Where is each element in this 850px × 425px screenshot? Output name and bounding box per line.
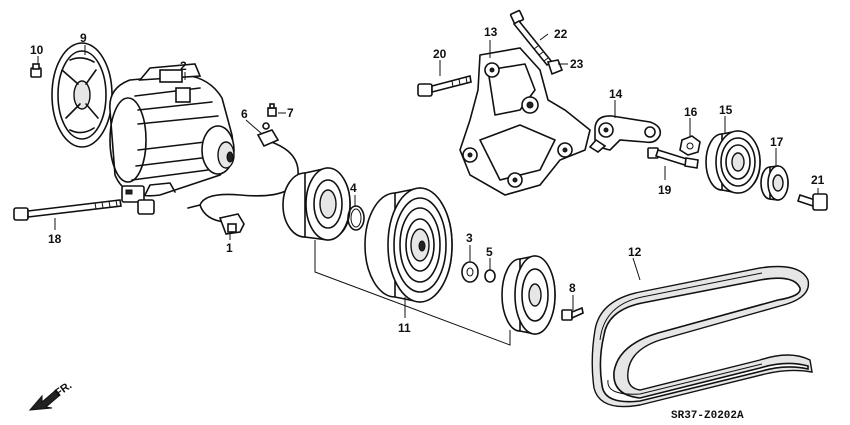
part-22-long-bolt[interactable] [509,9,554,67]
front-direction-arrow-icon [28,389,61,411]
callout-12[interactable]: 12 [628,245,642,259]
callout-7[interactable]: 7 [287,106,294,120]
part-16-nut[interactable] [679,135,701,156]
part-4-snap-ring[interactable] [347,205,365,231]
part-3-washer[interactable] [461,261,479,283]
callout-14[interactable]: 14 [609,87,623,101]
callout-1[interactable]: 1 [226,241,233,255]
callout-22[interactable]: 22 [554,27,568,41]
callout-20[interactable]: 20 [433,47,447,61]
part-14-tensioner-arm[interactable] [588,115,662,153]
callout-5[interactable]: 5 [486,245,493,259]
part-11-field-coil[interactable] [282,167,351,241]
part-11-group-lines [314,240,511,346]
part-21-bolt[interactable] [796,193,828,211]
callout-8[interactable]: 8 [569,281,576,295]
part-1-connector[interactable] [218,213,245,235]
part-5-shim[interactable] [484,269,496,283]
part-17-spacer[interactable] [760,165,789,201]
part-2-compressor[interactable] [109,63,235,197]
part-10-bolt[interactable] [30,63,42,78]
callout-4[interactable]: 4 [350,181,357,195]
compressor-connector [121,185,155,215]
callout-6[interactable]: 6 [241,107,248,121]
part-20-bolt[interactable] [417,75,472,97]
callout-17[interactable]: 17 [770,135,784,149]
part-23-nut[interactable] [546,59,564,76]
part-11-pulley[interactable] [364,187,453,303]
callout-18[interactable]: 18 [48,232,62,246]
part-13-bracket[interactable] [459,47,591,196]
armature-plate[interactable] [501,255,556,335]
callout-2[interactable]: 2 [180,59,187,73]
part-19-bolt[interactable] [647,147,699,169]
part-12-v-belt[interactable] [591,265,813,408]
callout-11[interactable]: 11 [398,321,411,335]
part-9-clutch-plate[interactable] [51,42,113,148]
callout-19[interactable]: 19 [658,183,672,197]
part-6-wire-clamp[interactable] [256,122,280,148]
callout-9[interactable]: 9 [80,31,87,45]
leader-lines [37,33,819,310]
part-18-long-bolt[interactable] [13,199,122,221]
part-15-idler-pulley[interactable] [705,130,761,194]
callout-15[interactable]: 15 [719,103,733,117]
callout-13[interactable]: 13 [484,25,498,39]
part-7-screw[interactable] [267,103,277,117]
callout-3[interactable]: 3 [466,231,473,245]
part-8-bolt[interactable] [561,306,584,321]
diagram-code: SR37-Z0202A [671,410,744,422]
front-direction-indicator: FR. [28,379,74,411]
callout-10[interactable]: 10 [30,43,44,57]
callout-23[interactable]: 23 [570,57,584,71]
callout-21[interactable]: 21 [811,173,825,187]
callout-16[interactable]: 16 [684,105,698,119]
callouts: 9 10 2 6 7 1 4 3 5 8 11 18 12 13 22 20 2… [30,25,825,335]
